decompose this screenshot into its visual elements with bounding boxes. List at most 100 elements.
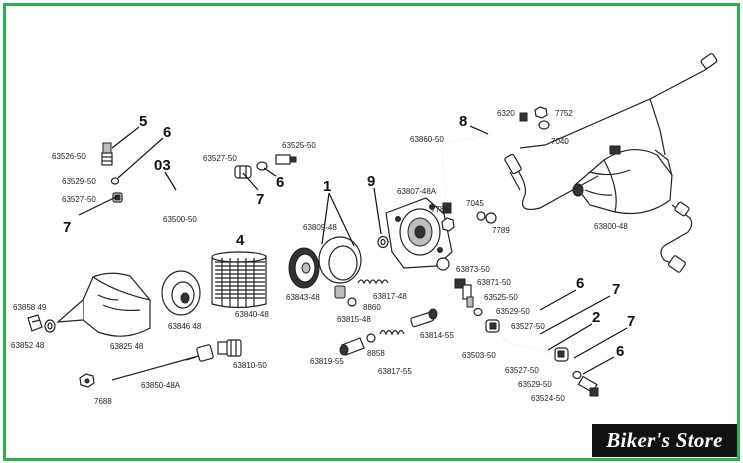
- callout-label: 6: [576, 275, 584, 292]
- part-number: 7040: [551, 137, 569, 146]
- washer-9: [377, 235, 389, 249]
- part-number: 7752: [555, 109, 573, 118]
- part-number: 63529-50: [496, 307, 530, 316]
- part-number: 63815-48: [337, 315, 371, 324]
- part-number: 63814-55: [420, 331, 454, 340]
- part-number: 7789: [492, 226, 510, 235]
- oil-line-63860-50: [440, 134, 491, 214]
- nut-63527-50-right: [485, 319, 500, 333]
- part-illustrations: [27, 53, 718, 397]
- ball-8858: [366, 333, 376, 343]
- callout-label: 6: [163, 124, 171, 141]
- oil-line-63503-50: [502, 337, 553, 355]
- part-number: 63500-50: [163, 215, 197, 224]
- nut-63527-50-mid: [234, 165, 252, 179]
- plug-63815-48: [334, 285, 346, 299]
- part-number: 63846 48: [168, 322, 202, 331]
- fitting-63873-50: [454, 278, 466, 289]
- callout-label: 1: [323, 178, 331, 195]
- bolt-63810-50: [217, 339, 242, 357]
- oil-tank-63800-48: [572, 145, 673, 215]
- disc-63846-48: [161, 270, 201, 316]
- callout-label: 03: [154, 157, 171, 174]
- callout-label: 2: [592, 309, 600, 326]
- ferrule-63529-50: [110, 177, 120, 185]
- callout-label: 4: [236, 232, 245, 249]
- long-bolt-63850-48A: [111, 344, 214, 381]
- plug-63858-49: [27, 314, 43, 332]
- oil-line-upper: [504, 53, 718, 211]
- part-number: 63840-48: [235, 310, 269, 319]
- hardware-6320-7752-7040: [519, 106, 550, 130]
- oil-line-lower-right: [660, 201, 693, 273]
- part-number: 63526-50: [52, 152, 86, 161]
- nut-63527-50-low: [554, 347, 569, 362]
- nut-7688: [79, 373, 95, 388]
- part-number: 63800-48: [594, 222, 628, 231]
- diagram-frame: [3, 3, 740, 461]
- part-number: 8860: [363, 303, 381, 312]
- part-number: 63871-50: [477, 278, 511, 287]
- part-number: 63527-50: [203, 154, 237, 163]
- part-number: 63817-55: [378, 367, 412, 376]
- callout-numbers: 5 6 03 7 7 6 4 1 9 8 6 7 2 7 6: [63, 113, 635, 360]
- part-number: 63527-50: [62, 195, 96, 204]
- part-number: 63527-50: [505, 366, 539, 375]
- part-number: 63825 48: [110, 342, 144, 351]
- callout-label: 9: [367, 173, 375, 190]
- brand-watermark: Biker's Store: [592, 424, 737, 457]
- fitting-63524-50: [577, 375, 599, 397]
- part-number: 7045: [466, 199, 484, 208]
- spring-63817-55: [379, 329, 405, 336]
- part-number: 63873-50: [456, 265, 490, 274]
- sleeve-63529-50-low: [572, 370, 582, 380]
- part-number: 6320: [497, 109, 515, 118]
- hardware-7789-7045: [441, 211, 497, 232]
- spring-63817-48: [357, 279, 389, 285]
- part-number: 63525-50: [484, 293, 518, 302]
- part-number: 7789: [431, 205, 449, 214]
- part-number: 63524-50: [531, 394, 565, 403]
- callout-label: 7: [627, 313, 635, 330]
- callout-label: 7: [63, 219, 71, 236]
- callout-label: 6: [276, 174, 284, 191]
- part-number: 8858: [367, 349, 385, 358]
- housing-63807-48A: [385, 197, 453, 271]
- part-number: 63858 49: [13, 303, 47, 312]
- oil-line-63500-50: [125, 175, 222, 244]
- callout-label: 6: [616, 343, 624, 360]
- fitting-63871-50: [462, 284, 474, 308]
- fitting-63525-50-top: [275, 154, 297, 165]
- valve-63814-55: [410, 308, 438, 328]
- part-number: 63807-48A: [397, 187, 437, 196]
- disc-63843-48: [288, 247, 320, 289]
- fitting-63526-50: [101, 142, 113, 166]
- part-number: 63529-50: [518, 380, 552, 389]
- part-number: 63817-48: [373, 292, 407, 301]
- gasket-63852-48: [44, 319, 56, 333]
- part-number-labels: 63526-50 63529-50 63527-50 63500-50 6352…: [11, 109, 628, 406]
- part-number: 63850-48A: [141, 381, 181, 390]
- callout-label: 7: [612, 281, 620, 298]
- canister-63825-48: [56, 272, 151, 337]
- callout-label: 7: [256, 191, 264, 208]
- part-number: 63860-50: [410, 135, 444, 144]
- part-number: 63843-48: [286, 293, 320, 302]
- part-number: 63819-55: [310, 357, 344, 366]
- orings-63809-48: [318, 236, 362, 284]
- callout-label: 5: [139, 113, 147, 130]
- callout-label: 8: [459, 113, 467, 130]
- part-number: 63503-50: [462, 351, 496, 360]
- part-number: 63527-50: [511, 322, 545, 331]
- part-number: 7688: [94, 397, 112, 406]
- part-number: 63852 48: [11, 341, 45, 350]
- part-number: 63809-48: [303, 223, 337, 232]
- sleeve-63529-50-right: [473, 307, 483, 317]
- part-number: 63525-50: [282, 141, 316, 150]
- ball-8860: [347, 297, 357, 307]
- part-number: 63529-50: [62, 177, 96, 186]
- filter-element-63840-48: [211, 251, 267, 309]
- piston-63819-55: [339, 337, 365, 356]
- leader-lines: [78, 125, 628, 375]
